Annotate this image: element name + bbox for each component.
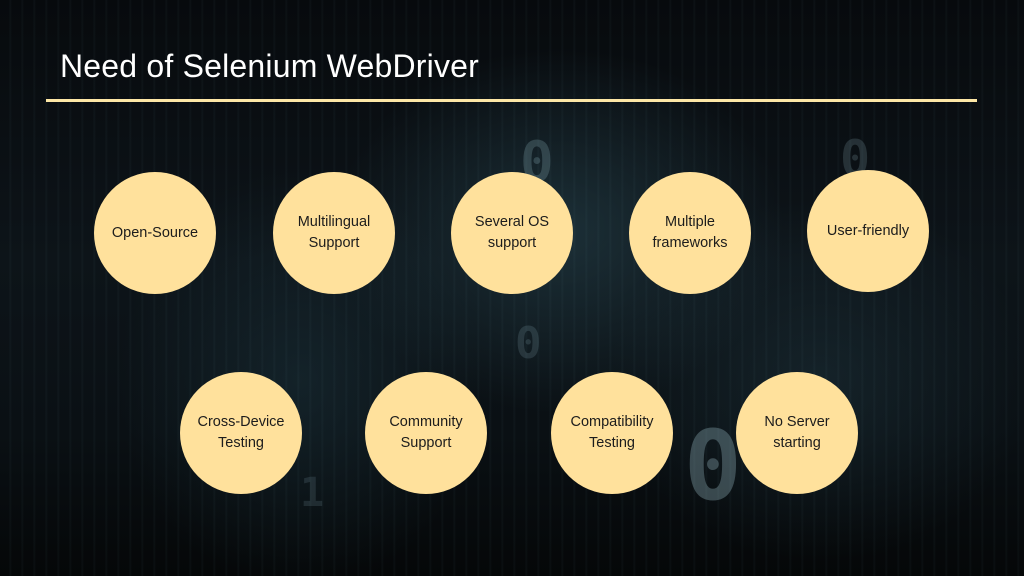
feature-label: Multiple frameworks [652, 214, 728, 251]
background-glyph-zero-icon: 0 [515, 318, 542, 369]
slide-title: Need of Selenium WebDriver [60, 48, 480, 84]
feature-label: No Server starting [764, 414, 830, 451]
background-glyph-one-icon: 1 [300, 470, 325, 516]
feature-circle-multilingual-support: Multilingual Support [273, 172, 395, 294]
feature-label: Community Support [389, 414, 463, 451]
feature-label: Cross-Device Testing [197, 414, 285, 451]
feature-circle-cross-device-testing: Cross-Device Testing [180, 372, 302, 494]
feature-circle-user-friendly: User-friendly [807, 170, 929, 292]
feature-circle-no-server-starting: No Server starting [736, 372, 858, 494]
title-underline [46, 99, 977, 102]
feature-label: User-friendly [826, 222, 910, 239]
feature-circle-open-source: Open-Source [94, 172, 216, 294]
feature-circle-several-os-support: Several OS support [451, 172, 573, 294]
feature-circle-community-support: Community Support [365, 372, 487, 494]
feature-label: Several OS support [474, 214, 550, 251]
feature-label: Multilingual Support [297, 214, 371, 251]
feature-circle-multiple-frameworks: Multiple frameworks [629, 172, 751, 294]
feature-label: Compatibility Testing [570, 414, 654, 451]
background-glyph-zero-icon: 0 [684, 410, 742, 522]
feature-label: Open-Source [111, 224, 199, 241]
feature-circle-compatibility-testing: Compatibility Testing [551, 372, 673, 494]
